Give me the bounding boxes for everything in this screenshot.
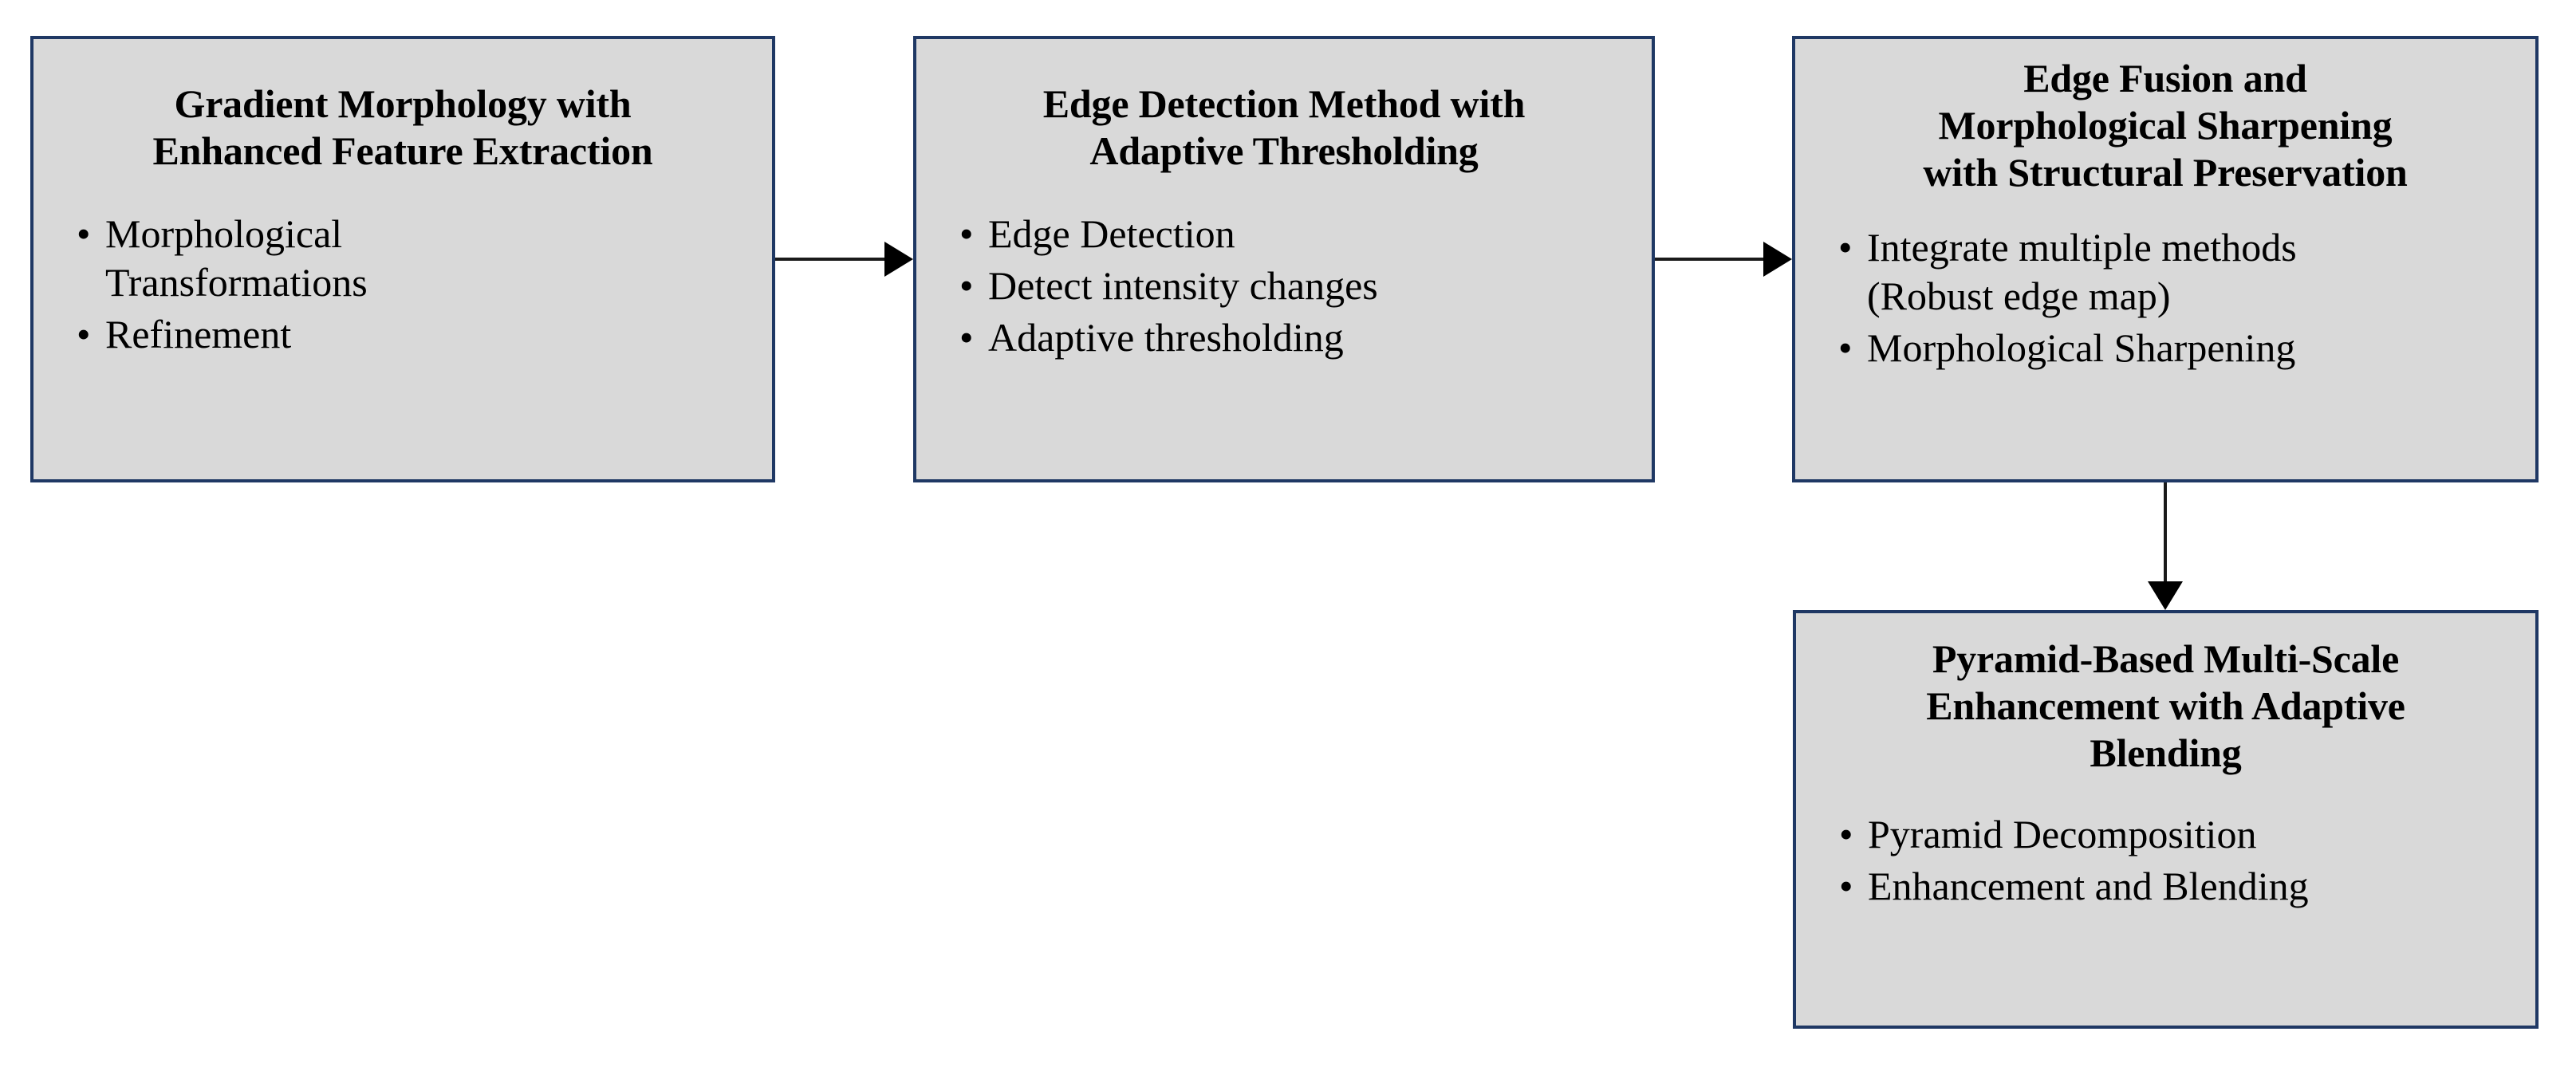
- bullet-icon: •: [77, 312, 91, 356]
- list-item: • Integrate multiple methods (Robust edge…: [1818, 223, 2535, 321]
- bullet-icon: •: [1839, 812, 1853, 856]
- list-item: • Detect intensity changes: [939, 262, 1652, 310]
- bullet-icon: •: [959, 211, 974, 256]
- list-item-label: Refinement: [105, 312, 292, 356]
- node-bullet-list: • Integrate multiple methods (Robust edge…: [1795, 223, 2535, 376]
- bullet-icon: •: [1838, 325, 1853, 370]
- list-item-label: Enhancement and Blending: [1868, 864, 2309, 908]
- process-node-edge-detection[interactable]: Edge Detection Method with Adaptive Thre…: [913, 36, 1655, 482]
- arrow-right-icon: [884, 242, 913, 277]
- node-title: Edge Detection Method with Adaptive Thre…: [1042, 81, 1526, 173]
- bullet-icon: •: [1839, 864, 1853, 908]
- list-item-label: Integrate multiple methods (Robust edge …: [1867, 225, 2297, 318]
- node-bullet-list: • Morphological Transformations • Refineme…: [33, 210, 772, 362]
- list-item: • Enhancement and Blending: [1818, 862, 2535, 911]
- list-item: • Edge Detection: [939, 210, 1652, 258]
- arrow-right-icon: [1763, 242, 1792, 277]
- connector-arrow-node1-to-node2-line: [775, 258, 884, 261]
- connector-arrow-node2-to-node3-line: [1655, 258, 1763, 261]
- arrow-down-icon: [2148, 581, 2183, 610]
- process-node-pyramid-enhancement[interactable]: Pyramid-Based Multi-Scale Enhancement wi…: [1793, 610, 2539, 1029]
- list-item-label: Adaptive thresholding: [988, 315, 1344, 360]
- list-item-label: Detect intensity changes: [988, 263, 1378, 308]
- list-item-label: Morphological Sharpening: [1867, 325, 2296, 370]
- bullet-icon: •: [77, 211, 91, 256]
- process-node-gradient-morphology[interactable]: Gradient Morphology with Enhanced Featur…: [30, 36, 775, 482]
- list-item-label: Morphological Transformations: [105, 211, 368, 305]
- node-bullet-list: • Edge Detection • Detect intensity change…: [916, 210, 1652, 365]
- node-title: Pyramid-Based Multi-Scale Enhancement wi…: [1926, 636, 2405, 775]
- bullet-icon: •: [1838, 225, 1853, 270]
- list-item: • Morphological Sharpening: [1818, 324, 2535, 372]
- list-item: • Morphological Transformations: [56, 210, 772, 307]
- list-item: • Pyramid Decomposition: [1818, 810, 2535, 859]
- list-item-label: Edge Detection: [988, 211, 1235, 256]
- node-title: Edge Fusion and Morphological Sharpening…: [1923, 56, 2408, 195]
- list-item: • Adaptive thresholding: [939, 313, 1652, 362]
- list-item-label: Pyramid Decomposition: [1868, 812, 2257, 856]
- process-node-edge-fusion[interactable]: Edge Fusion and Morphological Sharpening…: [1792, 36, 2539, 482]
- node-title: Gradient Morphology with Enhanced Featur…: [152, 81, 653, 173]
- connector-arrow-node3-to-node4-line: [2164, 482, 2167, 583]
- bullet-icon: •: [959, 315, 974, 360]
- list-item: • Refinement: [56, 310, 772, 359]
- node-bullet-list: • Pyramid Decomposition • Enhancement and …: [1796, 810, 2535, 914]
- bullet-icon: •: [959, 263, 974, 308]
